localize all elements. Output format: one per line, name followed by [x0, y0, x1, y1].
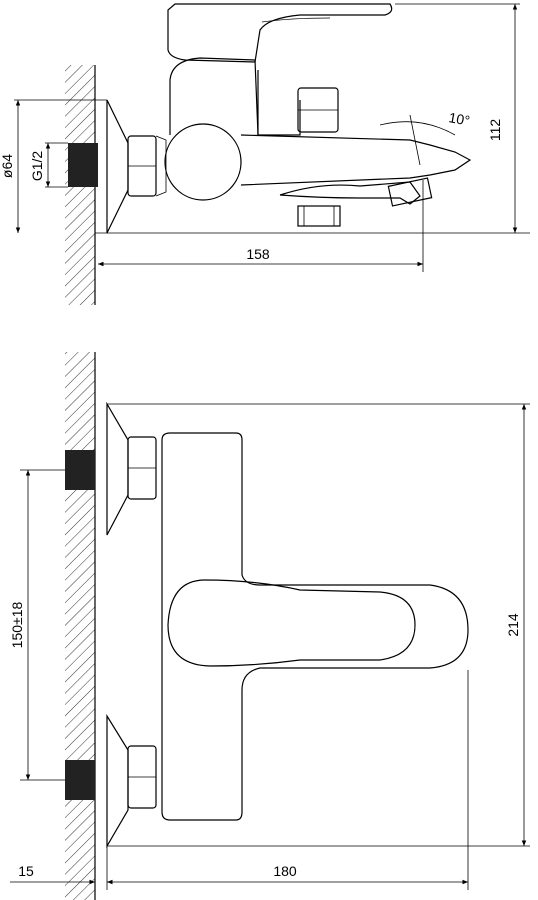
thread-label: G1/2	[29, 151, 45, 182]
top-view: 214 150±18 15 180	[9, 352, 530, 900]
diameter-label: ø64	[0, 154, 15, 178]
thread-connector-lower	[65, 760, 95, 800]
thread-connector-upper	[65, 450, 95, 490]
top-length-label: 180	[273, 863, 297, 879]
thread-connector-side	[68, 143, 98, 187]
side-view: 10° 112 ø64 G1/2 158	[0, 3, 530, 305]
wall-hatch-bottom	[65, 352, 95, 900]
side-length-label: 158	[246, 246, 270, 262]
angle-label: 10°	[447, 109, 471, 128]
wall-offset-label: 15	[18, 863, 34, 879]
center-distance-label: 150±18	[9, 601, 25, 648]
height-dimension-label: 112	[487, 119, 503, 142]
depth-dimension-label: 214	[505, 613, 521, 637]
